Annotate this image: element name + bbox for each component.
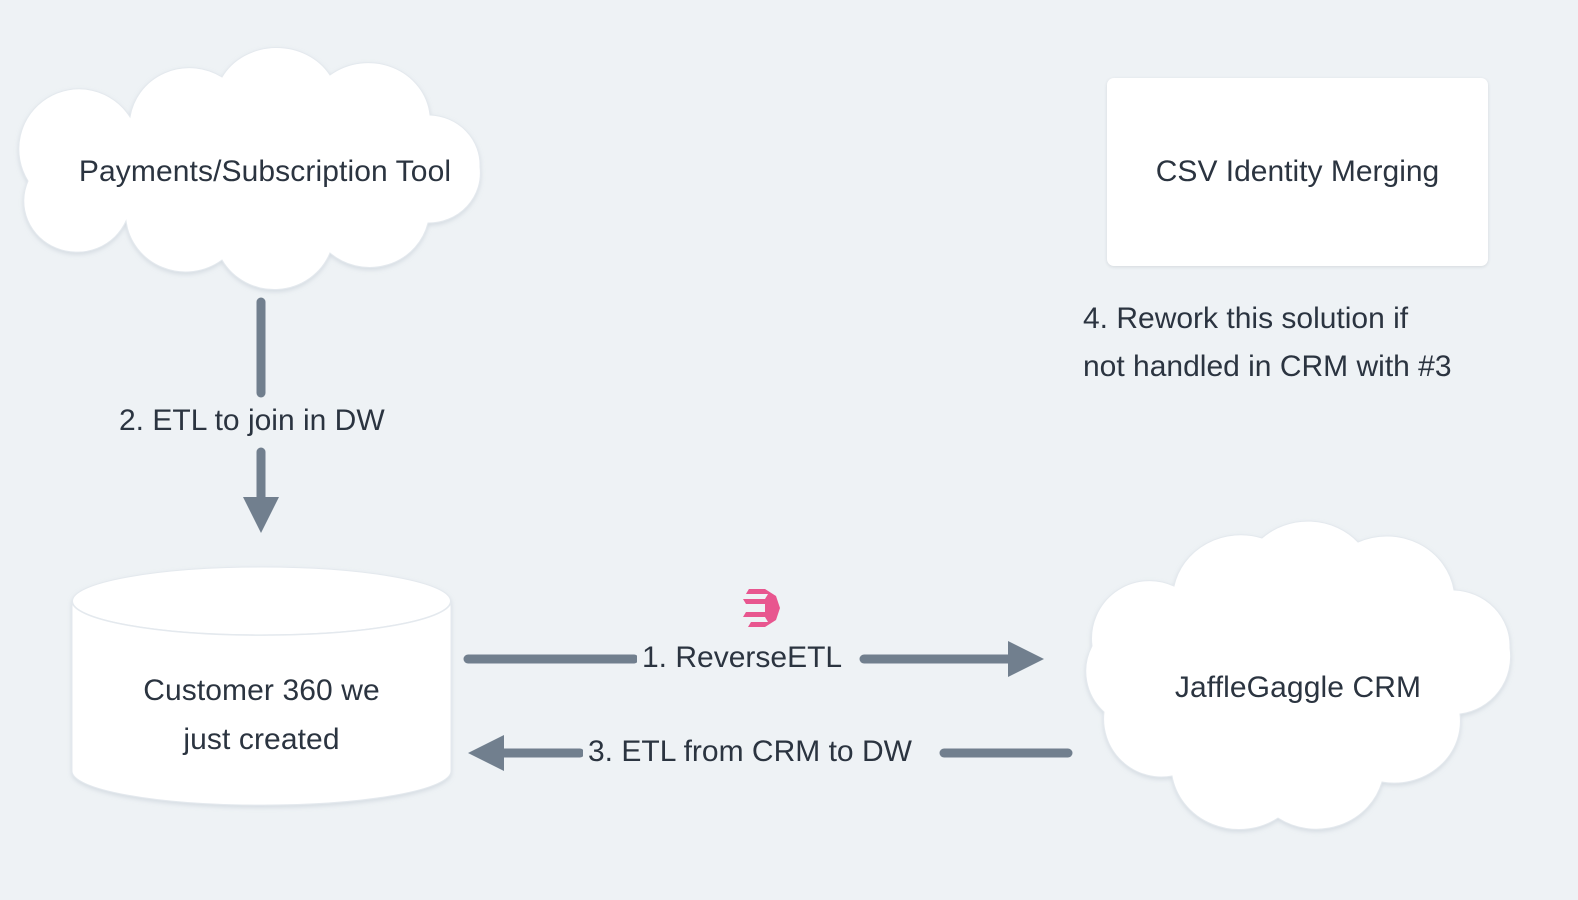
annotation-rework-note: 4. Rework this solution if not handled i… (1083, 302, 1452, 383)
edge-label-reverse-etl: 1. ReverseETL (637, 641, 848, 675)
node-label: CSV Identity Merging (1155, 155, 1440, 188)
edge-label-etl-join: 2. ETL to join in DW (114, 404, 390, 438)
edge-label-etl-crm-to-dw: 3. ETL from CRM to DW (583, 735, 917, 769)
node-csv-identity-merging[interactable]: CSV Identity Merging (1107, 78, 1488, 266)
node-jafflegaggle-crm[interactable]: JaffleGaggle CRM (1062, 518, 1534, 848)
cylinder-shape (71, 566, 452, 806)
dbt-logo-icon (743, 589, 780, 627)
node-label: Payments/Subscription Tool (78, 155, 452, 188)
cloud-shape (1085, 520, 1512, 831)
node-payments-subscription-tool[interactable]: Payments/Subscription Tool (10, 47, 520, 291)
cloud-shape (18, 47, 481, 291)
node-label: JaffleGaggle CRM (1174, 671, 1422, 704)
node-label: Customer 360 we just created (143, 674, 380, 756)
node-customer-360-warehouse[interactable]: Customer 360 we just created (70, 566, 453, 806)
